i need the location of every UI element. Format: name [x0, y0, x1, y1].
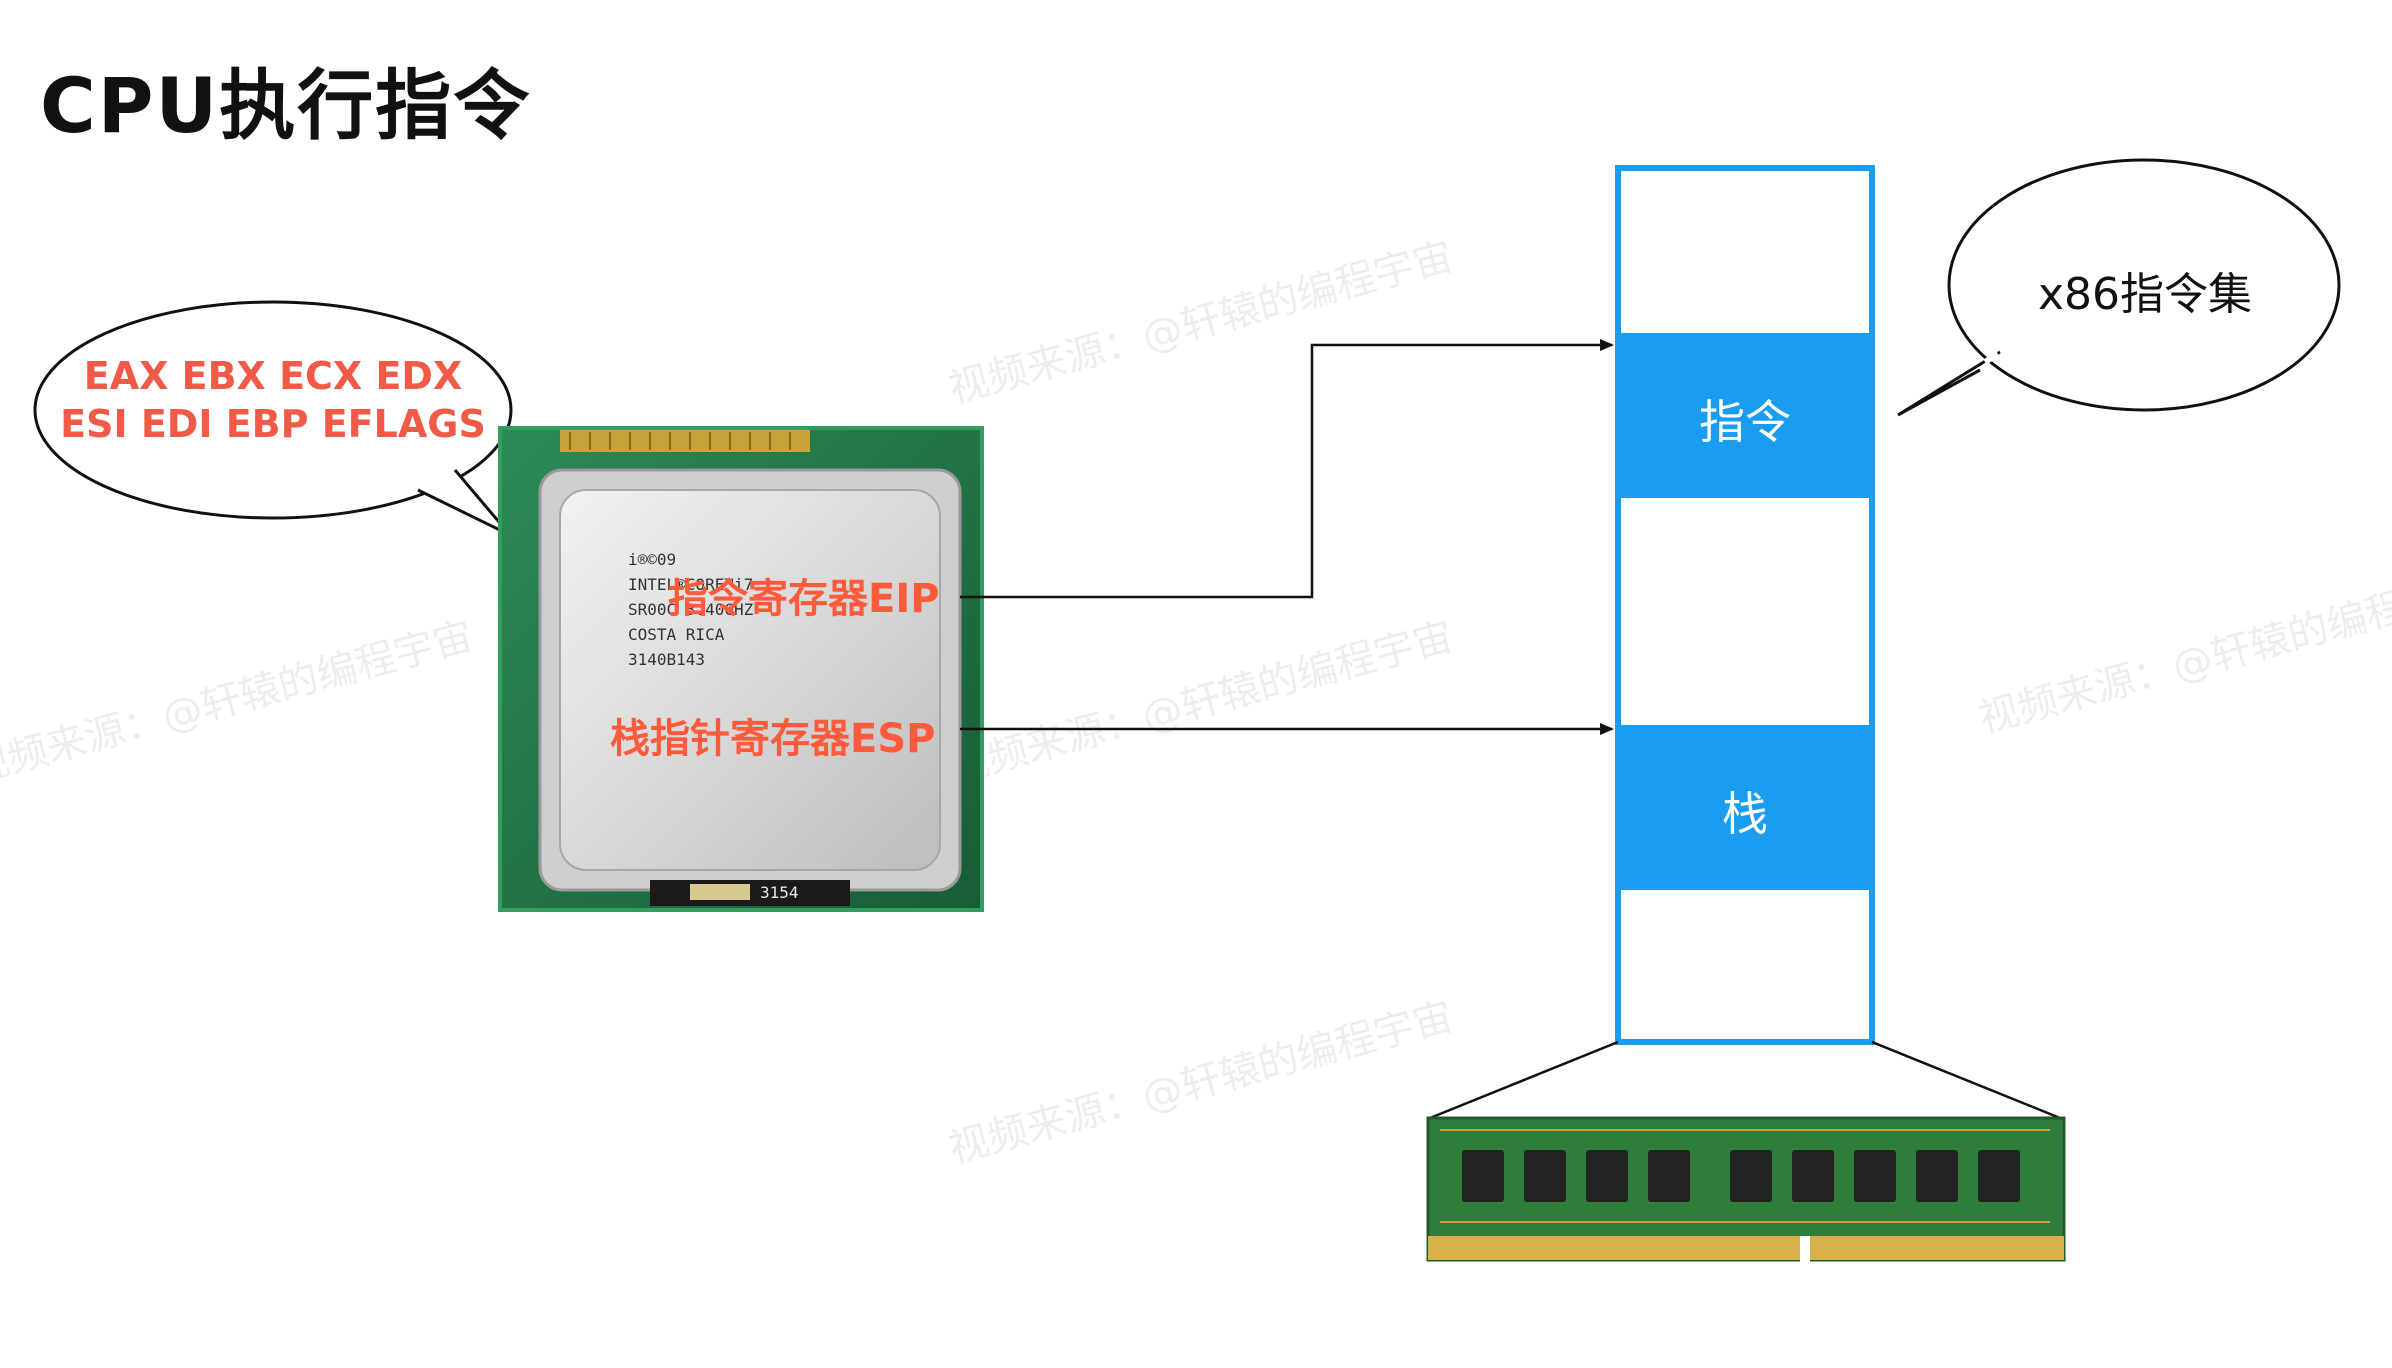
- cpu-chip-text: COSTA RICA: [628, 625, 725, 644]
- eip-register-label: 指令寄存器EIP: [668, 576, 940, 622]
- memory-instruction-label: 指令: [1699, 395, 1791, 449]
- instruction-set-bubble: [1897, 158, 2341, 417]
- esp-register-label: 栈指针寄存器ESP: [610, 716, 936, 762]
- memory-instruction-block: [1618, 333, 1872, 498]
- cpu-chip-text: SR00C 3.40GHZ: [628, 600, 754, 619]
- cpu-bottom-code: 3154: [760, 883, 799, 902]
- cpu-chip-text: INTEL®CORE™i7: [628, 575, 753, 594]
- memory-stack-label: 栈: [1722, 787, 1768, 841]
- registers-text: EAX EBX ECX EDX ESI EDI EBP EFLAGS: [60, 352, 486, 448]
- registers-bubble: [33, 300, 513, 537]
- zoom-line: [1871, 1040, 2061, 1120]
- page-title: CPU执行指令: [40, 61, 532, 150]
- zoom-line: [1429, 1040, 1619, 1120]
- memory-column: [1615, 165, 1875, 1045]
- cpu-chip-image: 3154 i®©09 INTEL®CORE™i7 SR00C 3.40GHZ C…: [498, 426, 984, 912]
- eip-arrow: [960, 339, 1614, 599]
- instruction-set-label: x86指令集: [2037, 269, 2253, 320]
- cpu-chip-text: i®©09: [628, 550, 676, 569]
- registers-line-2: ESI EDI EBP EFLAGS: [60, 402, 486, 446]
- registers-line-1: EAX EBX ECX EDX: [83, 354, 463, 398]
- cpu-chip-text: 3140B143: [628, 650, 705, 669]
- memory-stack-block: [1618, 725, 1872, 890]
- ram-module-image: [1426, 1116, 2066, 1262]
